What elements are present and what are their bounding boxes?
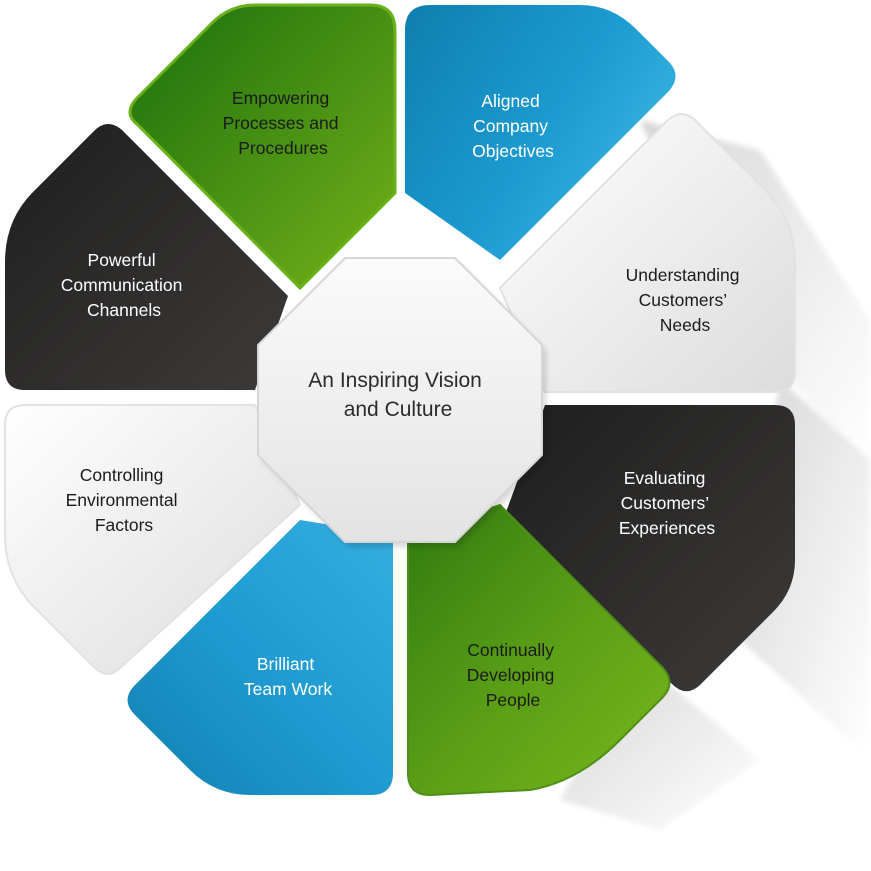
segment-teamwork <box>127 520 393 795</box>
label-teamwork: Brilliant Team Work <box>244 654 332 699</box>
segment-developing <box>407 503 671 797</box>
segment-empowering <box>128 3 397 291</box>
label-communication: Powerful Communication Channels <box>61 250 187 320</box>
label-empowering: Empowering Processes and Procedures <box>223 88 344 158</box>
label-developing: Continually Developing People <box>467 640 559 710</box>
segments <box>4 3 796 797</box>
center-octagon <box>257 257 546 547</box>
segment-communication <box>5 124 288 390</box>
segment-controlling <box>4 404 302 675</box>
segment-aligned <box>405 5 676 260</box>
label-evaluating: Evaluating Customers’ Experiences <box>619 468 716 538</box>
label-understanding: Understanding Customers’ Needs <box>626 265 745 335</box>
segment-understanding <box>498 113 796 393</box>
segment-evaluating <box>505 405 795 692</box>
center-label: An Inspiring Vision and Culture <box>308 369 487 421</box>
label-aligned: Aligned Company Objectives <box>472 91 554 161</box>
labels: Empowering Processes and Procedures Alig… <box>61 88 745 710</box>
label-controlling: Controlling Environmental Factors <box>66 465 183 535</box>
